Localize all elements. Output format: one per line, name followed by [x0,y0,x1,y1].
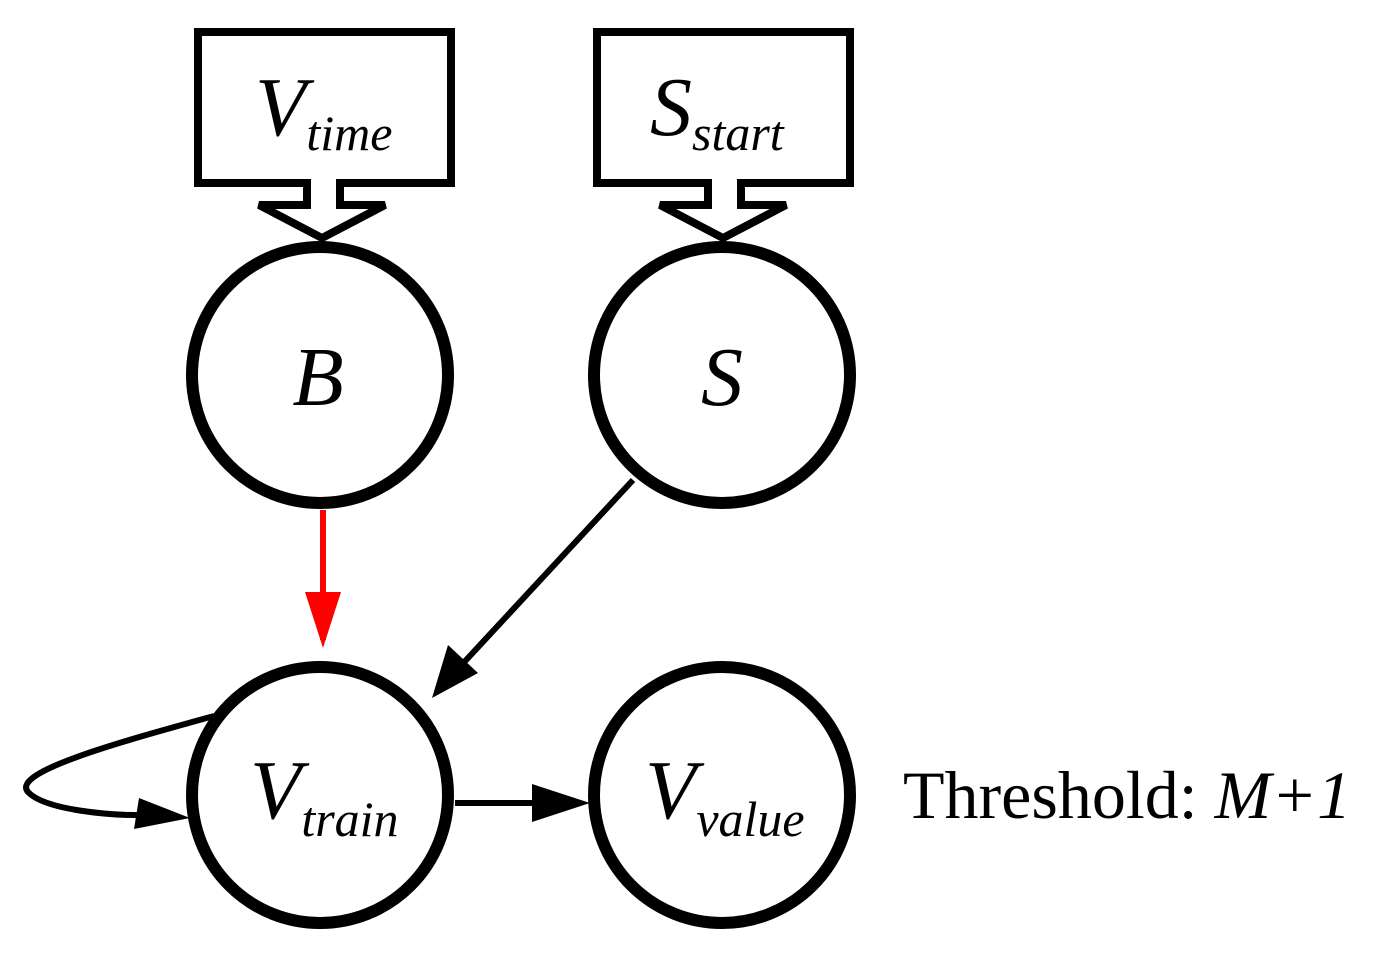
node-v-value-label: Vvalue [645,744,805,847]
node-b: B [186,241,454,509]
edge-v-train-self-loop [23,713,215,819]
threshold-value: M+1 [1214,757,1352,833]
threshold-label: Threshold: [903,757,1215,833]
edge-s-to-v-train-arrowhead [432,645,478,698]
edge-s-to-v-train [452,477,636,675]
edge-b-to-v-train-arrowhead [305,592,341,648]
node-s-label: S [701,331,743,424]
node-s: S [588,241,856,509]
node-v-train-label: Vtrain [250,744,399,847]
v-time-label: Vtime [255,61,392,161]
s-start-label: Sstart [650,61,785,161]
node-v-value: Vvalue [588,661,856,929]
s-start-box: Sstart [593,28,854,243]
v-time-box: Vtime [194,28,455,243]
threshold-annotation: Threshold: M+1 [903,757,1351,833]
node-v-train: Vtrain [186,661,454,929]
node-b-label: B [292,331,343,424]
edge-v-train-to-v-value-arrowhead [532,784,590,822]
edge-v-train-self-loop-arrowhead [134,798,190,829]
